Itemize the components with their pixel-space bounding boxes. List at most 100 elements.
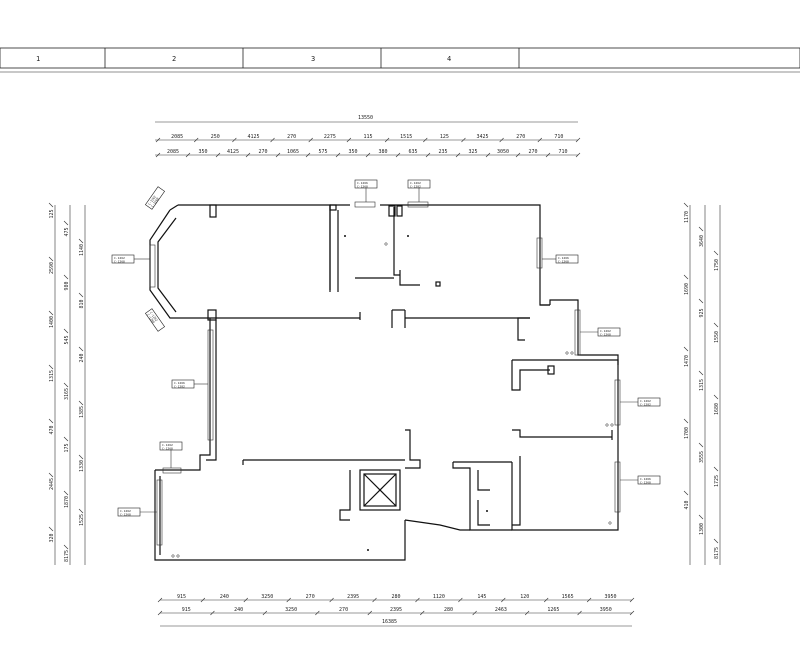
- dimension-label: 1470: [684, 355, 690, 367]
- svg-text:C-1262: C-1262: [147, 195, 157, 206]
- dimension-label: 410: [684, 500, 690, 509]
- window-tag: C-1262 C-1268: [117, 507, 157, 517]
- window-tag: C-1262 C-1268: [159, 441, 183, 468]
- dimension-label: 2463: [495, 607, 507, 613]
- dimension-label: 1065: [287, 149, 299, 155]
- window-tag: C-1262 C-1282: [407, 179, 431, 202]
- dimension-label: 1565: [562, 594, 574, 600]
- svg-text:C-1268: C-1268: [600, 333, 611, 337]
- dimension-label: 1550: [714, 331, 720, 343]
- window-tag: C-1262 C-1268: [111, 254, 150, 264]
- dimension-label: 3555: [699, 451, 705, 463]
- dimension-label: 350: [349, 149, 358, 155]
- svg-text:C-1266: C-1266: [558, 256, 569, 260]
- window-tag: C-1266 C-1268: [620, 475, 661, 485]
- dimension-label: 120: [520, 594, 529, 600]
- dimension-label: 125: [440, 134, 449, 140]
- svg-text:C-1282: C-1282: [174, 385, 185, 389]
- svg-text:C-1262: C-1262: [120, 509, 131, 513]
- dimension-label: 1120: [433, 594, 445, 600]
- dimension-label: 270: [529, 149, 538, 155]
- dimension-total-bottom: 16385: [382, 619, 397, 625]
- dimension-label: 3950: [600, 607, 612, 613]
- dimension-label: 4125: [227, 149, 239, 155]
- dimension-total-top: 13550: [358, 115, 373, 121]
- dimension-label: 575: [319, 149, 328, 155]
- dimension-label: 2395: [347, 594, 359, 600]
- dimension-label: 3250: [261, 594, 273, 600]
- dimension-label: 1315: [49, 370, 55, 382]
- grid-column-label: 1: [36, 55, 40, 63]
- svg-text:C-1268: C-1268: [146, 313, 156, 324]
- svg-text:C-1262: C-1262: [410, 181, 421, 185]
- dimension-label: 470: [49, 425, 55, 434]
- dimension-label: 4125: [247, 134, 259, 140]
- dimension-label: 270: [306, 594, 315, 600]
- window-tag: C-1266 C-1268: [542, 254, 579, 264]
- dimension-label: 1170: [684, 211, 690, 223]
- dimension-label: 1525: [79, 514, 85, 526]
- dimension-label: 1385: [79, 406, 85, 418]
- window-tag: C-1266 C-1268: [354, 179, 378, 202]
- svg-text:C-1268: C-1268: [120, 513, 131, 517]
- svg-text:C-1262: C-1262: [640, 399, 651, 403]
- windows: [149, 201, 621, 546]
- dimension-label: 1315: [699, 379, 705, 391]
- dimension-label: 8175: [714, 547, 720, 559]
- svg-text:C-1282: C-1282: [410, 185, 421, 189]
- grid-column-label: 2: [172, 55, 176, 63]
- fixtures: [171, 235, 614, 558]
- dimension-label: 240: [220, 594, 229, 600]
- dimension-label: 2395: [390, 607, 402, 613]
- window: [149, 244, 156, 288]
- dimension-label: 2085: [167, 149, 179, 155]
- dimension-label: 380: [379, 149, 388, 155]
- svg-text:C-1268: C-1268: [150, 197, 160, 208]
- svg-text:C-1266: C-1266: [357, 181, 368, 185]
- dimension-label: 1265: [547, 607, 559, 613]
- svg-text:C-1266: C-1266: [640, 477, 651, 481]
- window: [162, 467, 182, 474]
- svg-text:C-1262: C-1262: [149, 311, 159, 322]
- dimension-label: 915: [182, 607, 191, 613]
- dimension-label: 710: [554, 134, 563, 140]
- dimension-label: 2275: [324, 134, 336, 140]
- window-tag: C-1262 C-1268: [580, 327, 621, 337]
- window-tag: C-1266 C-1282: [171, 379, 208, 389]
- dimension-label: 3640: [699, 235, 705, 247]
- dimension-label: 635: [409, 149, 418, 155]
- window: [536, 237, 543, 269]
- svg-text:C-1262: C-1262: [162, 443, 173, 447]
- window: [354, 201, 376, 208]
- dimension-label: 3250: [285, 607, 297, 613]
- walls: [149, 204, 619, 561]
- dimension-label: 125: [49, 209, 55, 218]
- dimension-label: 270: [259, 149, 268, 155]
- svg-text:C-1262: C-1262: [114, 256, 125, 260]
- grid-column-label: 3: [311, 55, 315, 63]
- window: [207, 329, 214, 441]
- dimension-label: 1725: [714, 475, 720, 487]
- window: [614, 461, 621, 513]
- dimension-label: 2445: [49, 478, 55, 490]
- dimension-label: 3425: [477, 134, 489, 140]
- dimension-label: 1330: [79, 460, 85, 472]
- dimension-label: 1680: [714, 403, 720, 415]
- dimension-label: 2590: [49, 262, 55, 274]
- dimension-label: 320: [49, 533, 55, 542]
- grid-column-label: 4: [447, 55, 451, 63]
- dimension-label: 710: [559, 149, 568, 155]
- svg-text:C-1268: C-1268: [640, 481, 651, 485]
- dimension-label: 1400: [49, 316, 55, 328]
- left-dimension-chain: 1254751140259098081014005452401315316513…: [48, 202, 86, 565]
- grid-header: 1 2 3 4: [0, 47, 800, 73]
- dimension-label: 115: [364, 134, 373, 140]
- dimension-label: 350: [199, 149, 208, 155]
- window: [156, 479, 163, 546]
- svg-text:C-1268: C-1268: [114, 260, 125, 264]
- window-tag: C-1262 C-1268: [144, 308, 166, 332]
- window: [574, 309, 581, 356]
